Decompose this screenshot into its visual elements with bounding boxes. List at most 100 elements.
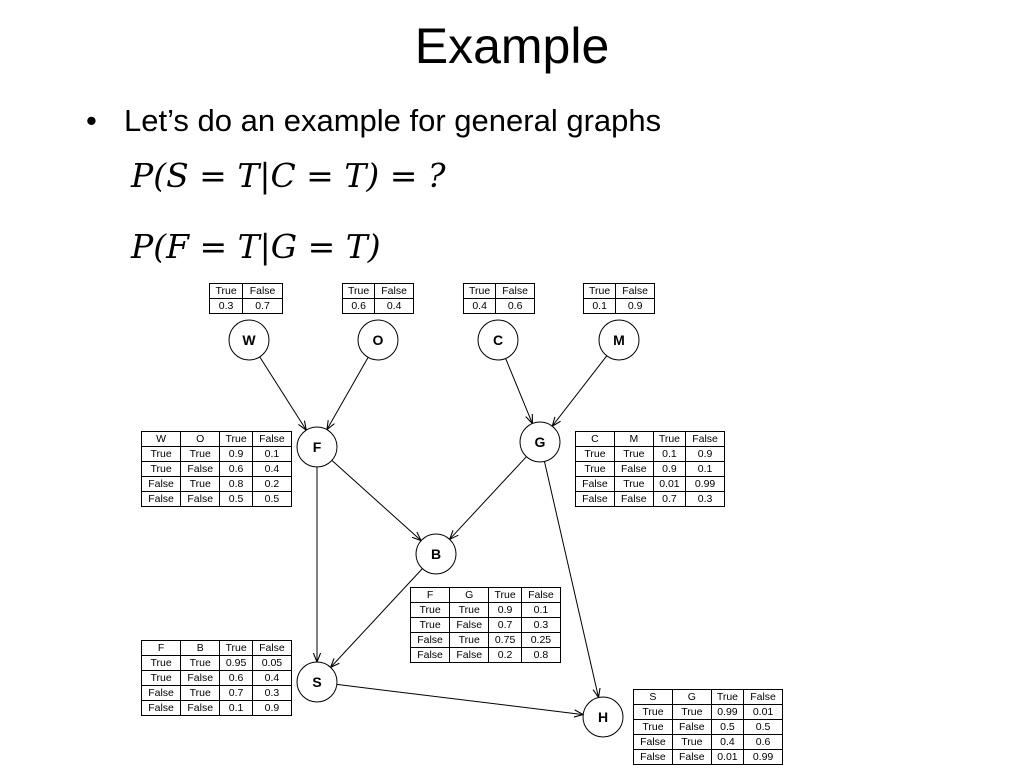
cpt-header-cell: True (341, 283, 376, 299)
cpt-cell: True (671, 734, 712, 750)
cpt-header-cell: O (180, 431, 221, 447)
cpt-cell: True (140, 655, 182, 671)
node-label: M (613, 332, 625, 348)
node-circle (519, 421, 561, 463)
edge-b-to-s (331, 568, 423, 668)
cpt-cell: 0.5 (251, 491, 293, 507)
cpt-cell: 0.9 (219, 446, 253, 462)
node-circle (228, 319, 270, 361)
cpt-header-cell: True (710, 689, 745, 705)
cpt-cell: 0.9 (488, 602, 522, 618)
cpt-cell: False (671, 719, 712, 735)
node-circle (598, 319, 640, 361)
cpt-cell: 0.8 (219, 476, 253, 492)
cpt-header-cell: M (613, 431, 654, 447)
cpt-header-cell: W (140, 431, 182, 447)
node-m: M (598, 319, 640, 361)
node-circle (477, 319, 519, 361)
edge-c-to-g (505, 358, 533, 423)
cpt-cell: 0.4 (462, 298, 497, 314)
node-label: G (535, 434, 546, 450)
edge-s-to-h (336, 683, 583, 714)
edge-f-to-b (331, 460, 421, 540)
node-label: F (313, 439, 322, 455)
node-o: O (357, 319, 399, 361)
cpt-cell: 0.6 (743, 734, 783, 750)
cpt-header-cell: False (242, 283, 283, 299)
cpt-header-cell: True (219, 640, 253, 656)
node-label: W (242, 332, 256, 348)
cpt-header-cell: F (409, 587, 451, 603)
cpt-cell: 0.1 (582, 298, 617, 314)
cpt-cell: False (633, 749, 673, 765)
cpt-cell: True (613, 446, 654, 462)
cpt-cell: 0.3 (208, 298, 244, 314)
cpt-cell: False (449, 617, 490, 633)
cpt-cell: False (449, 647, 490, 663)
cpt-cell: 0.1 (652, 446, 687, 462)
cpt-cell: 0.7 (652, 491, 687, 507)
cpt-cell: True (575, 461, 615, 477)
node-c: C (477, 319, 519, 361)
cpt-cell: 0.9 (652, 461, 687, 477)
cpt-cell: 0.3 (685, 491, 725, 507)
cpt-cell: 0.95 (219, 655, 253, 671)
edge-m-to-g (552, 355, 608, 426)
cpt-cell: 0.01 (652, 476, 687, 492)
cpt-header-cell: G (671, 689, 712, 705)
cpt-cell: 0.4 (710, 734, 745, 750)
cpt-header-cell: G (449, 587, 490, 603)
cpt-cell: True (140, 461, 182, 477)
cpt-cell: True (633, 704, 673, 720)
cpt-cell: True (140, 446, 182, 462)
cpt-cell: 0.7 (219, 685, 253, 701)
node-circle (296, 661, 338, 703)
cpt-cell: 0.6 (495, 298, 535, 314)
cpt-cell: 0.99 (685, 476, 725, 492)
cpt-cell: 0.75 (488, 632, 522, 648)
cpt-header-cell: False (520, 587, 562, 603)
equation-query-1: P(S = T|C = T) = ? (131, 156, 446, 195)
edge-g-to-b (450, 456, 527, 540)
cpt-cell: False (613, 461, 654, 477)
cpt-header-cell: S (633, 689, 673, 705)
cpt-cell: 0.4 (251, 670, 293, 686)
cpt-cell: 0.05 (251, 655, 293, 671)
bullet-item: •Let’s do an example for general graphs (86, 101, 661, 141)
equation-query-2: P(F = T|G = T) (131, 227, 381, 266)
cpt-header-cell: True (219, 431, 253, 447)
node-s: S (296, 661, 338, 703)
node-label: O (373, 332, 384, 348)
cpt-cell: True (671, 704, 712, 720)
edge-g-to-h (543, 461, 598, 697)
cpt-cell: 0.3 (251, 685, 293, 701)
cpt-cell: 0.6 (219, 670, 253, 686)
cpt-header-cell: True (582, 283, 617, 299)
cpt-cell: 0.9 (251, 700, 293, 716)
cpt-cell: 0.5 (219, 491, 253, 507)
cpt-cell: True (180, 446, 221, 462)
cpt-cell: True (409, 602, 451, 618)
cpt-cell: 0.7 (242, 298, 283, 314)
node-b: B (415, 533, 457, 575)
cpt-header-cell: False (251, 640, 293, 656)
